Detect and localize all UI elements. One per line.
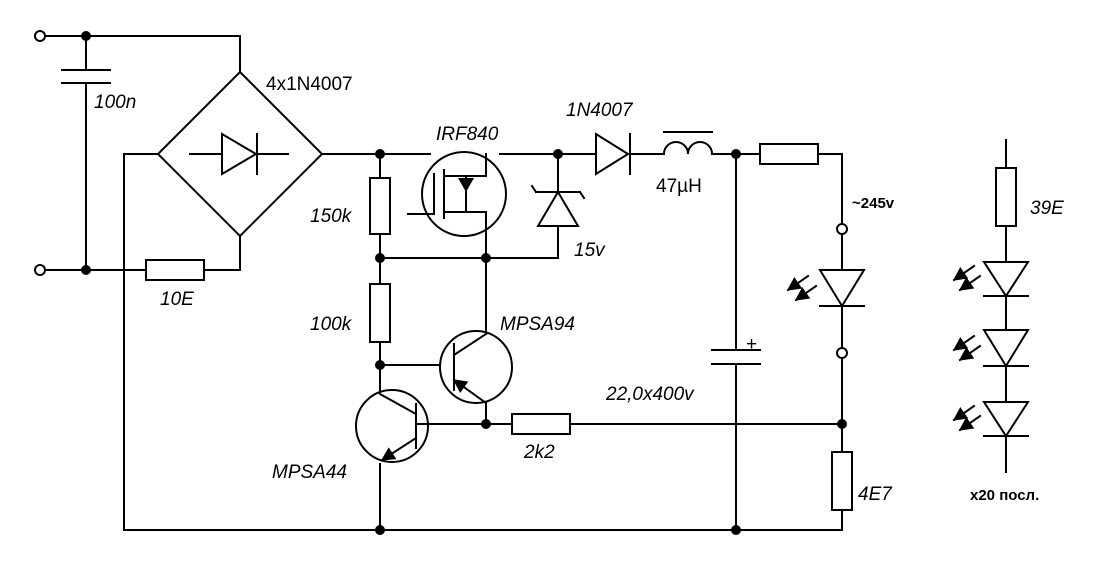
resistor-2k2 xyxy=(511,413,571,435)
bridge-label: 4x1N4007 xyxy=(266,74,353,95)
output-voltage-label: ~245v xyxy=(852,195,895,212)
capacitor-label: 22,0x400v xyxy=(605,384,695,405)
resistor-100k xyxy=(369,283,391,343)
led-1 xyxy=(982,261,1030,298)
resistor-39e-label: 39E xyxy=(1030,198,1064,219)
input-capacitor-label: 100n xyxy=(94,92,136,113)
node-dot xyxy=(731,525,741,535)
input-terminal-top xyxy=(34,30,46,42)
diode-1n4007 xyxy=(595,132,631,176)
resistor-10e-label: 10E xyxy=(160,289,194,310)
node-dot xyxy=(81,265,91,275)
zener-label: 15v xyxy=(574,240,606,261)
output-terminal-top xyxy=(836,223,848,235)
input-terminal-bottom xyxy=(34,264,46,276)
led-2 xyxy=(982,329,1030,368)
node-dot xyxy=(81,31,91,41)
input-terminals xyxy=(34,30,46,276)
resistor-10e xyxy=(145,259,205,281)
capacitor-plus-sign: + xyxy=(746,334,757,355)
resistor-4e7-label: 4E7 xyxy=(858,484,893,505)
resistor-top-right xyxy=(759,143,819,165)
output-terminal-bottom xyxy=(836,347,848,359)
wires-input xyxy=(44,35,241,271)
npn-label: MPSA44 xyxy=(272,462,347,483)
input-capacitor xyxy=(61,69,111,84)
inductor-label: 47µH xyxy=(656,176,702,197)
led-chain xyxy=(952,139,1030,473)
diode-label: 1N4007 xyxy=(566,100,634,121)
transistor-mpsa94 xyxy=(439,257,513,425)
bridge-rectifier xyxy=(156,70,324,238)
zener-diode-15v xyxy=(530,153,586,259)
resistor-150k-label: 150k xyxy=(310,206,353,227)
pnp-label: MPSA94 xyxy=(500,314,575,335)
resistor-100k-label: 100k xyxy=(310,314,353,335)
resistor-4e7 xyxy=(831,451,853,511)
resistor-2k2-label: 2k2 xyxy=(523,442,555,463)
wires-ground xyxy=(123,153,843,531)
node-dot xyxy=(375,525,385,535)
resistor-150k xyxy=(369,177,391,235)
node-dot xyxy=(375,253,385,263)
transistor-mpsa44 xyxy=(355,389,487,463)
resistor-39e xyxy=(995,167,1017,227)
mosfet-irf840 xyxy=(407,151,507,259)
led-output xyxy=(786,233,866,349)
output-capacitor xyxy=(711,153,761,531)
inductor-47uh xyxy=(662,131,714,156)
node-dot xyxy=(375,149,385,159)
led-3 xyxy=(982,401,1030,438)
mosfet-label: IRF840 xyxy=(436,124,499,145)
node-dot xyxy=(375,360,385,370)
led-chain-label: x20 посл. xyxy=(970,487,1039,504)
